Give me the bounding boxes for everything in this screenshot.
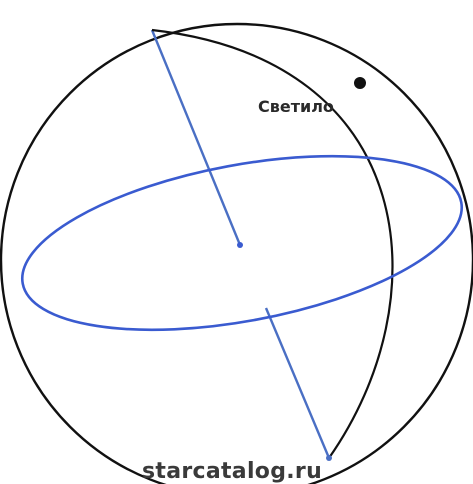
center-point xyxy=(237,242,243,248)
star-point xyxy=(354,77,366,89)
star-label: Светило xyxy=(258,97,334,116)
watermark: starcatalog.ru xyxy=(142,459,322,484)
axis-upper-segment xyxy=(152,30,240,245)
axis-lower-segment xyxy=(266,308,329,458)
sphere-outline xyxy=(1,24,473,484)
bottom-pole-point xyxy=(326,455,332,461)
hour-circle-arc xyxy=(152,30,392,458)
